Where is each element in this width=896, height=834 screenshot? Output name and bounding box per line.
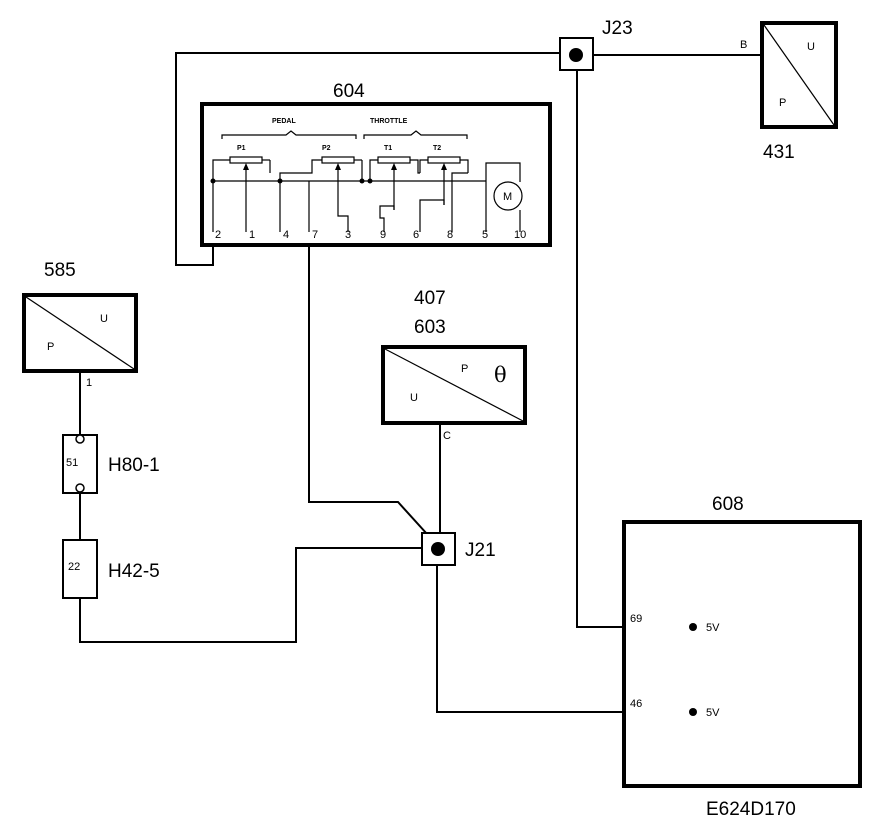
label-608: 608	[712, 494, 744, 515]
pin-604-7: 7	[312, 229, 318, 241]
pin-608-46: 46	[630, 698, 642, 710]
throttle-brace	[363, 130, 468, 139]
label-585: 585	[44, 260, 76, 281]
pin-604-3: 3	[345, 229, 351, 241]
pin-604-10: 10	[514, 229, 526, 241]
pot-t2-label: T2	[433, 145, 441, 152]
box-608	[622, 520, 862, 788]
h80-num: 51	[66, 457, 78, 469]
pin-407-c: C	[443, 430, 451, 442]
pot-p1-label: P1	[237, 145, 246, 152]
pin-608-69: 69	[630, 613, 642, 625]
drawing-code: E624D170	[706, 799, 796, 820]
pin-604-9: 9	[380, 229, 386, 241]
label-h42: H42-5	[108, 561, 160, 582]
p-407: P	[461, 363, 468, 375]
j21-dot	[431, 542, 445, 556]
motor-circle	[493, 181, 523, 211]
pin-585-1: 1	[86, 377, 92, 389]
pin-604-6: 6	[413, 229, 419, 241]
junction-j23: J23	[559, 18, 633, 71]
wire-j21-608-46	[436, 563, 624, 713]
u-431: U	[807, 41, 815, 53]
component-431: U P B 431	[740, 21, 838, 163]
p-431: P	[779, 97, 786, 109]
pot-p2-label: P2	[322, 145, 331, 152]
p-585: P	[47, 341, 54, 353]
connector-h42: 22 H42-5	[62, 539, 160, 599]
wire-604-j23	[175, 52, 560, 266]
component-407-603: 407 603 P θ U C	[381, 288, 527, 442]
j23-dot	[569, 48, 583, 62]
v-608-69: 5V	[706, 622, 720, 634]
pin-604-4: 4	[283, 229, 289, 241]
wire-604-j21	[308, 237, 438, 546]
u-407: U	[410, 392, 418, 404]
label-j21: J21	[465, 540, 496, 561]
pedal-label: PEDAL	[272, 118, 296, 125]
terminal-46	[689, 708, 697, 716]
label-603: 603	[414, 317, 446, 338]
label-h80: H80-1	[108, 455, 160, 476]
label-j23: J23	[602, 18, 633, 39]
internal-wiring-604	[210, 159, 521, 232]
component-608: 608 69 5V 46 5V	[622, 494, 862, 788]
label-407: 407	[414, 288, 446, 309]
wire-j23-608-69	[576, 70, 624, 628]
box-604	[200, 102, 552, 247]
pedal-brace	[221, 130, 357, 139]
junction-j21: J21	[421, 532, 496, 566]
pin-604-8: 8	[447, 229, 453, 241]
motor-label: M	[503, 191, 512, 203]
pin-431-b: B	[740, 39, 747, 51]
throttle-label: THROTTLE	[370, 118, 408, 125]
pin-604-1: 1	[249, 229, 255, 241]
h42-num: 22	[68, 561, 80, 573]
pot-t1-label: T1	[384, 145, 392, 152]
wire-j21-h42	[79, 547, 422, 643]
terminal-69	[689, 623, 697, 631]
v-608-46: 5V	[706, 707, 720, 719]
connector-h80: 51 H80-1	[62, 434, 160, 494]
pin-604-2: 2	[215, 229, 221, 241]
u-585: U	[100, 313, 108, 325]
component-585: 585 U P 1	[22, 260, 138, 389]
pin-604-5: 5	[482, 229, 488, 241]
component-604: 604 PEDAL THROTTLE P1 P2 T1 T2	[200, 81, 552, 247]
label-604: 604	[333, 81, 365, 102]
theta-407: θ	[494, 363, 507, 387]
h42-box	[62, 539, 98, 599]
label-431: 431	[763, 142, 795, 163]
